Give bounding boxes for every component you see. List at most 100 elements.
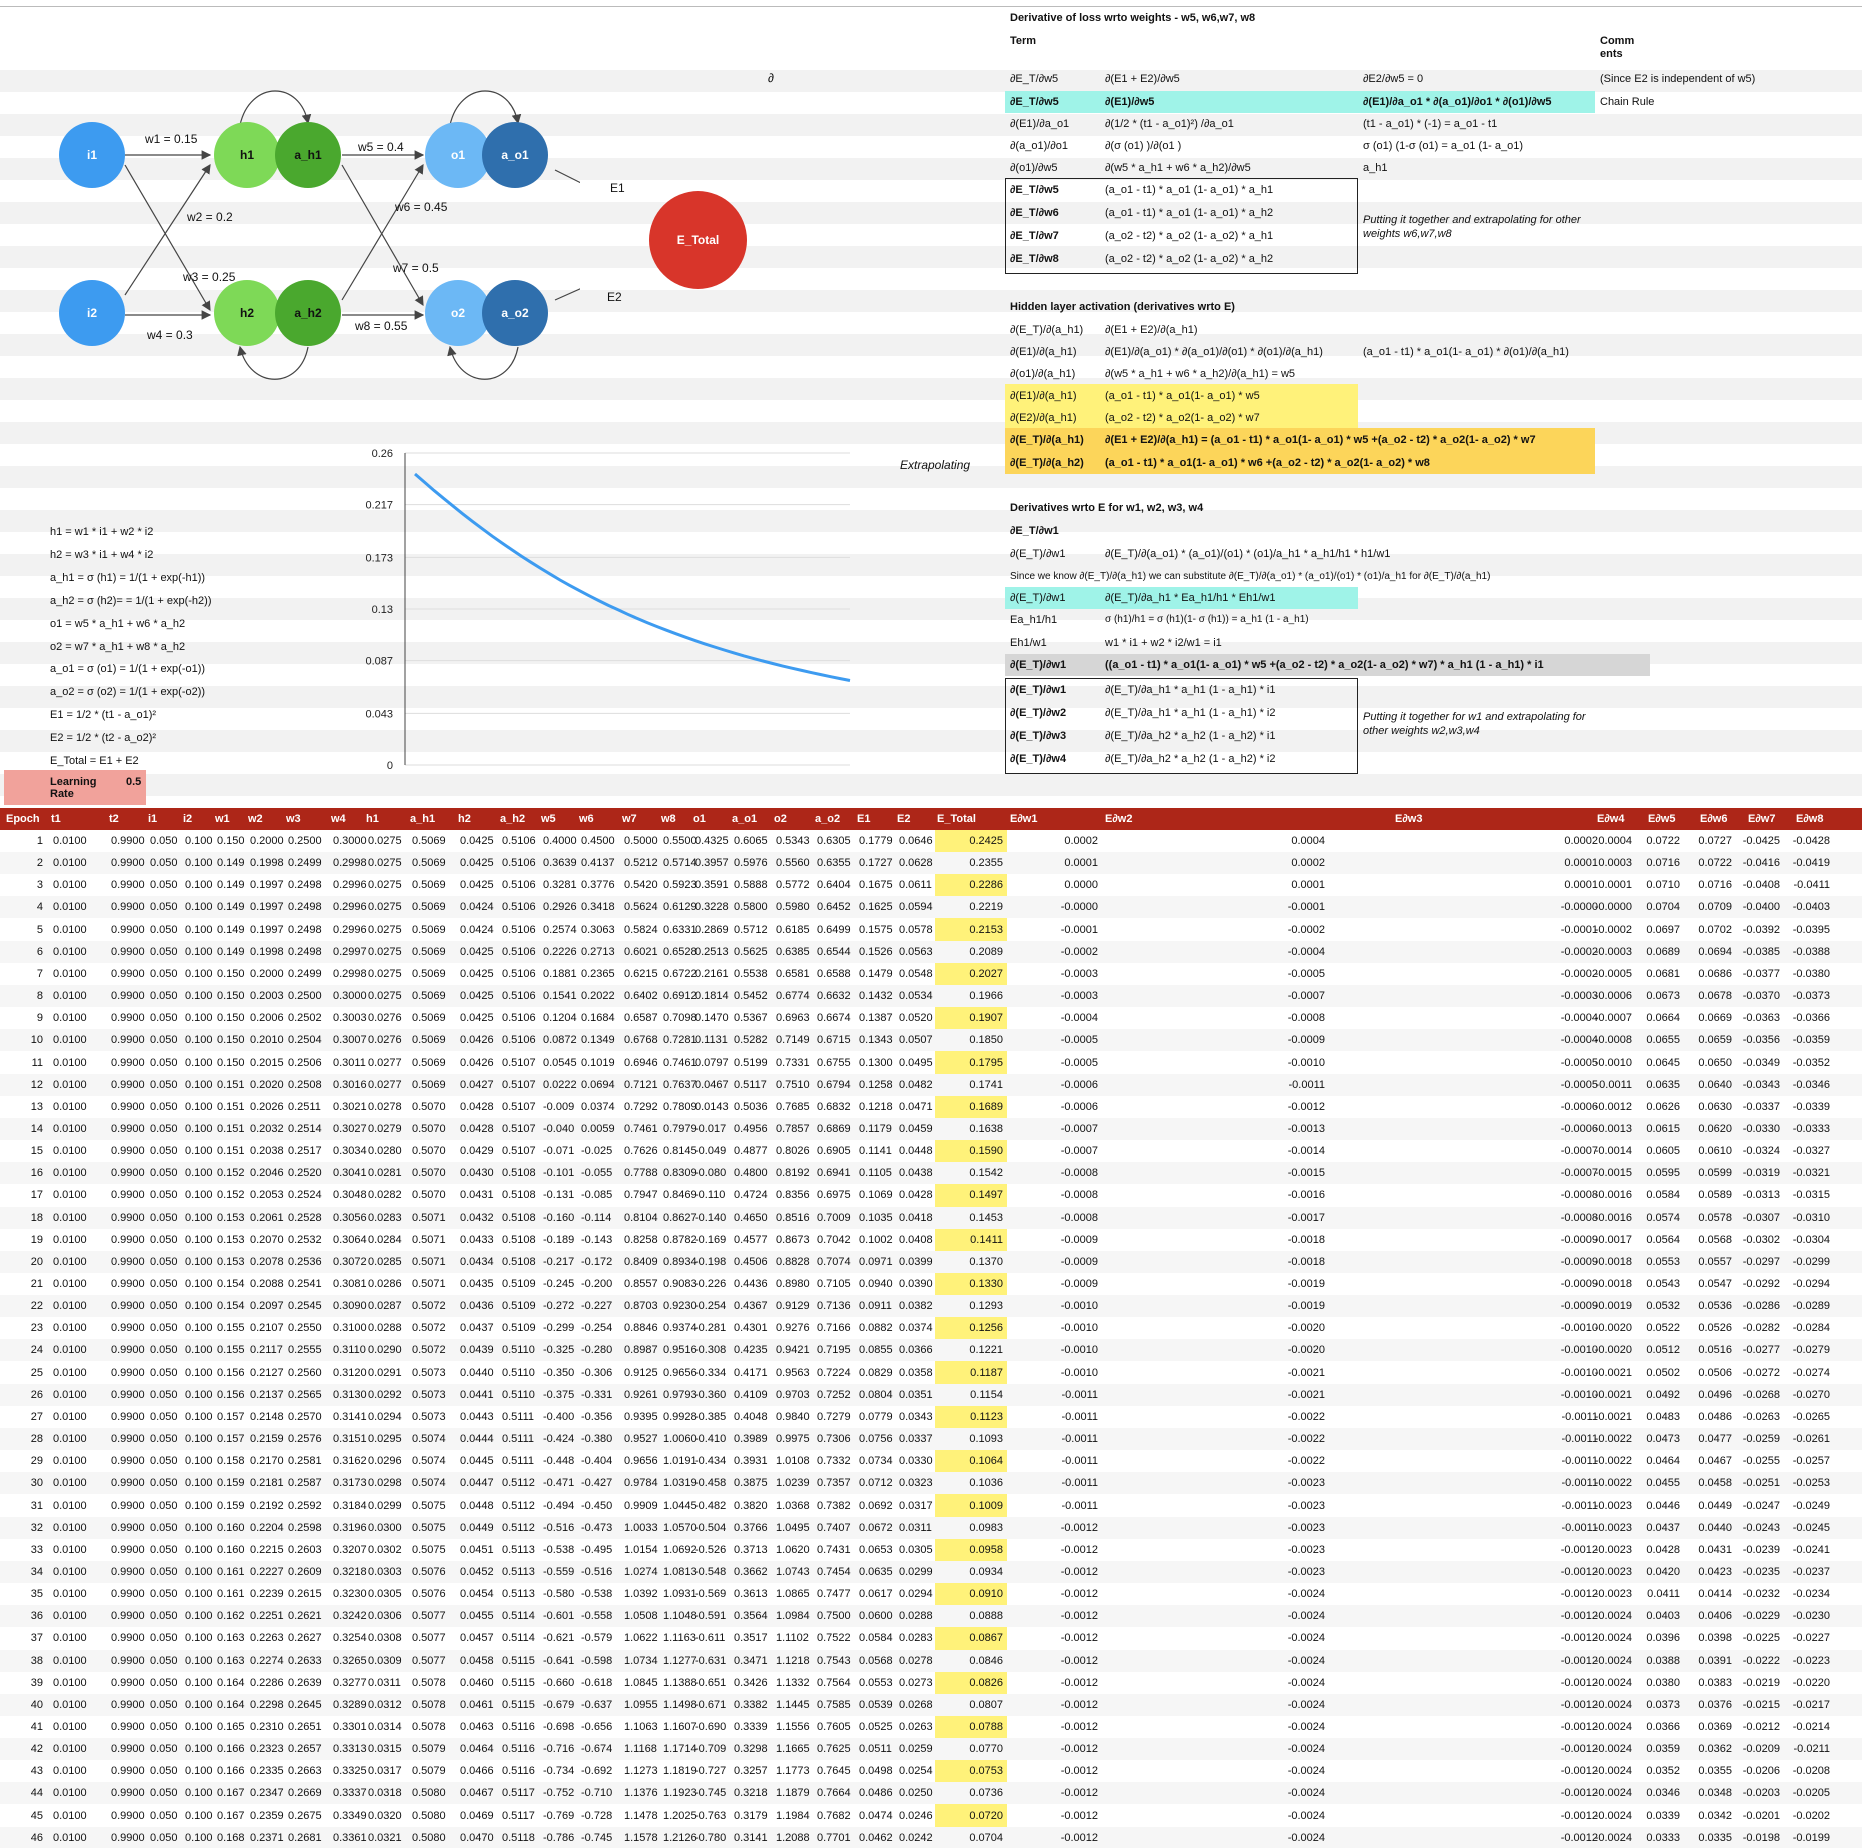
table-cell[interactable]: 0.0532 xyxy=(1646,1300,1680,1313)
table-cell[interactable]: 0.2161 xyxy=(695,967,729,980)
table-cell[interactable]: 0.2088 xyxy=(250,1278,284,1290)
table-cell[interactable]: 0.2520 xyxy=(288,1167,322,1180)
table-cell[interactable]: 0.7279 xyxy=(817,1410,851,1423)
table-cell[interactable]: 0.4137 xyxy=(581,857,615,870)
table-cell[interactable]: 0.3301 xyxy=(333,1721,367,1733)
table-cell[interactable]: 0.050 xyxy=(150,901,178,914)
table-cell[interactable]: 0.5036 xyxy=(734,1100,768,1113)
table-cell[interactable]: -0.040 xyxy=(543,1122,575,1135)
table-cell[interactable]: 0.0486 xyxy=(1698,1410,1732,1423)
table-cell[interactable]: 0.100 xyxy=(185,1610,213,1623)
table-cell[interactable]: 0.7701 xyxy=(817,1831,851,1844)
table-cell[interactable]: 0.1741 xyxy=(969,1078,1003,1091)
table-cell[interactable]: -0.0315 xyxy=(1792,1189,1830,1202)
table-cell[interactable]: 0.6941 xyxy=(817,1167,851,1180)
table-cell[interactable]: 0.9900 xyxy=(111,1743,145,1756)
table-cell[interactable]: 1.1578 xyxy=(624,1831,658,1844)
table-cell[interactable]: 1.1879 xyxy=(776,1787,810,1800)
table-cell[interactable]: 4 xyxy=(36,901,43,914)
table-cell[interactable]: 0.0100 xyxy=(53,1632,87,1645)
table-cell[interactable]: -0.0024 xyxy=(1287,1698,1325,1711)
table-cell[interactable]: 0.7105 xyxy=(817,1278,851,1290)
table-cell[interactable]: 0.151 xyxy=(217,1100,245,1113)
table-cell[interactable]: -0.0024 xyxy=(1594,1743,1632,1756)
table-cell[interactable]: 0.5071 xyxy=(412,1233,446,1246)
table-cell[interactable]: -0.0012 xyxy=(1560,1809,1598,1822)
table-cell[interactable]: 0.0250 xyxy=(899,1787,933,1800)
table-cell[interactable]: 0.1293 xyxy=(969,1300,1003,1313)
table-cell[interactable]: 0.2046 xyxy=(250,1167,284,1180)
table-cell[interactable]: 0.7947 xyxy=(624,1189,658,1202)
table-cell[interactable]: 0.7605 xyxy=(817,1721,851,1733)
table-cell[interactable]: 0.5115 xyxy=(502,1698,535,1711)
table-cell[interactable]: 0.5069 xyxy=(412,901,446,914)
table-cell[interactable]: 0.0004 xyxy=(1598,835,1632,847)
table-cell[interactable]: -0.0016 xyxy=(1594,1189,1632,1202)
table-cell[interactable]: 0.2504 xyxy=(288,1034,322,1047)
table-cell[interactable]: -0.350 xyxy=(543,1366,575,1379)
table-cell[interactable]: 0.9129 xyxy=(776,1300,810,1313)
table-cell[interactable]: 0.050 xyxy=(150,1588,178,1601)
table-cell[interactable]: 0.0423 xyxy=(1698,1565,1732,1578)
table-cell[interactable]: 0.3875 xyxy=(734,1477,768,1490)
table-cell[interactable]: 11 xyxy=(31,1056,43,1069)
table-cell[interactable]: 0.1256 xyxy=(969,1322,1003,1335)
column-header[interactable]: w3 xyxy=(286,813,301,825)
table-cell[interactable]: 0.0574 xyxy=(1646,1211,1680,1224)
table-cell[interactable]: 0.3003 xyxy=(333,1012,367,1025)
table-cell[interactable]: 0.0872 xyxy=(543,1034,577,1047)
table-cell[interactable]: 0.0277 xyxy=(368,1056,402,1069)
table-cell[interactable]: 0.5107 xyxy=(502,1145,536,1158)
table-cell[interactable]: -0.0202 xyxy=(1792,1809,1830,1822)
table-cell[interactable]: 0.0448 xyxy=(899,1145,933,1158)
table-cell[interactable]: -0.360 xyxy=(695,1388,727,1401)
table-cell[interactable]: 0.9276 xyxy=(776,1322,810,1335)
table-cell[interactable]: 0.0447 xyxy=(460,1477,494,1490)
table-cell[interactable]: 31 xyxy=(30,1499,43,1512)
table-cell[interactable]: 0.5074 xyxy=(412,1455,446,1468)
table-cell[interactable]: 0.9900 xyxy=(111,1455,145,1468)
table-cell[interactable]: -0.0416 xyxy=(1742,857,1780,870)
table-cell[interactable]: 0.9900 xyxy=(111,1831,145,1844)
table-cell[interactable]: -0.0012 xyxy=(1060,1809,1098,1822)
table-cell[interactable]: 0.1997 xyxy=(250,923,284,936)
table-cell[interactable]: 0.8980 xyxy=(776,1278,810,1290)
table-cell[interactable]: -0.0012 xyxy=(1060,1676,1098,1689)
table-cell[interactable]: 0.2998 xyxy=(333,857,367,870)
table-cell[interactable]: -0.0017 xyxy=(1287,1211,1325,1224)
table-cell[interactable]: -0.0230 xyxy=(1792,1610,1830,1623)
table-cell[interactable]: -0.0363 xyxy=(1742,1012,1780,1025)
table-cell[interactable]: 0.050 xyxy=(150,1831,178,1844)
table-cell[interactable]: 0.150 xyxy=(217,835,245,847)
table-cell[interactable]: 0.149 xyxy=(217,879,245,892)
table-cell[interactable]: 0.2010 xyxy=(250,1034,284,1047)
table-cell[interactable]: -0.526 xyxy=(695,1543,727,1556)
table-cell[interactable]: -0.0012 xyxy=(1560,1676,1598,1689)
table-cell[interactable]: 0.0615 xyxy=(1646,1122,1680,1135)
table-cell[interactable]: -0.0024 xyxy=(1594,1765,1632,1778)
table-cell[interactable]: 0.9900 xyxy=(111,1189,145,1202)
table-cell[interactable]: -0.0010 xyxy=(1560,1388,1598,1401)
table-cell[interactable]: 0.6404 xyxy=(817,879,851,892)
table-cell[interactable]: 1.1063 xyxy=(624,1721,658,1733)
table-cell[interactable]: 0.100 xyxy=(185,1300,213,1313)
table-cell[interactable]: 0.155 xyxy=(217,1322,245,1335)
table-cell[interactable]: -0.448 xyxy=(543,1455,575,1468)
table-cell[interactable]: 0.8987 xyxy=(624,1344,658,1357)
table-cell[interactable]: 0.0431 xyxy=(460,1189,494,1202)
table-cell[interactable]: -0.0009 xyxy=(1060,1255,1098,1268)
table-cell[interactable]: 0.0464 xyxy=(460,1743,494,1756)
table-cell[interactable]: 0.0539 xyxy=(859,1698,893,1711)
table-cell[interactable]: 0.0807 xyxy=(969,1698,1003,1711)
table-cell[interactable]: 0.0983 xyxy=(969,1521,1003,1534)
table-cell[interactable]: 0.5116 xyxy=(502,1765,535,1778)
table-cell[interactable]: 0.6499 xyxy=(817,923,851,936)
table-cell[interactable]: 0.2511 xyxy=(288,1100,321,1113)
table-cell[interactable]: 0.9900 xyxy=(111,1388,145,1401)
table-cell[interactable]: 0.050 xyxy=(150,1012,178,1025)
table-cell[interactable]: 1.0845 xyxy=(624,1676,658,1689)
table-cell[interactable]: 0.2355 xyxy=(969,857,1003,870)
table-cell[interactable]: 0.050 xyxy=(150,1122,178,1135)
table-cell[interactable]: 0.0722 xyxy=(1698,857,1732,870)
table-cell[interactable]: 0.0246 xyxy=(899,1809,933,1822)
